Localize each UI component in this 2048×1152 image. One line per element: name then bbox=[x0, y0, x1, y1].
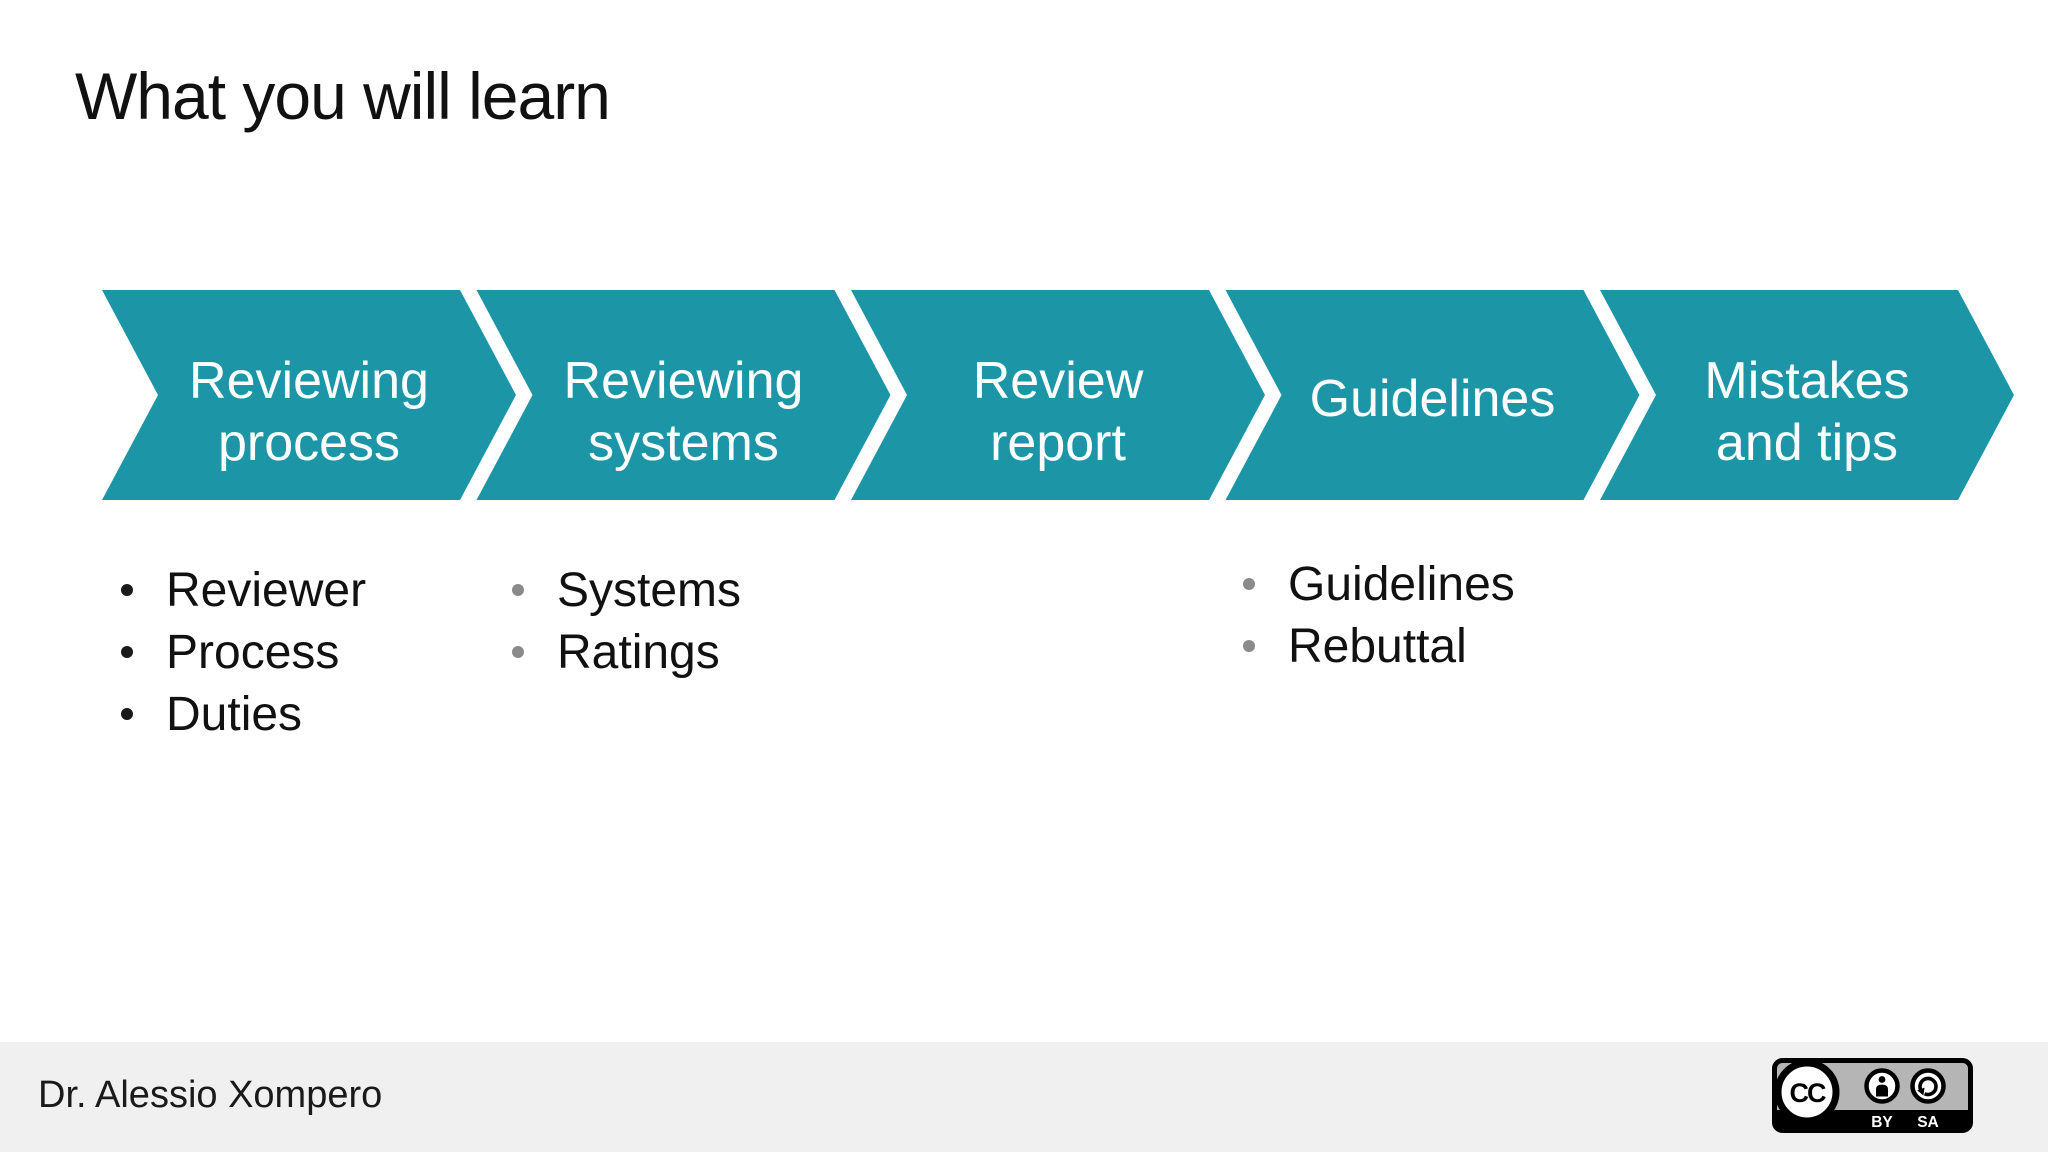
author-credit: Dr. Alessio Xompero bbox=[38, 1074, 383, 1116]
bullet-icon bbox=[121, 646, 133, 658]
bullet-icon bbox=[1243, 578, 1255, 590]
list-item-text: Duties bbox=[166, 687, 303, 741]
bullet-icon bbox=[512, 646, 524, 658]
list-item-text: Guidelines bbox=[1288, 557, 1515, 611]
list-item: Process bbox=[121, 621, 366, 683]
list-item-text: Systems bbox=[557, 563, 742, 617]
chevron-step-4: Guidelines bbox=[1225, 290, 1640, 500]
cc-by-sa-license-badge: CC BY SA bbox=[1772, 1058, 1973, 1133]
share-alike-icon bbox=[1910, 1068, 1946, 1104]
bullet-icon bbox=[121, 708, 133, 720]
chevron-step-label: Guidelines bbox=[1310, 370, 1556, 428]
list-item: Systems bbox=[512, 559, 741, 621]
list-item: Duties bbox=[121, 683, 366, 745]
cc-icon-letters: CC bbox=[1790, 1078, 1826, 1108]
chevron-shape bbox=[102, 290, 516, 500]
chevron-shape bbox=[476, 290, 891, 500]
attribution-person-icon bbox=[1864, 1068, 1900, 1104]
list-item: Rebuttal bbox=[1243, 615, 1515, 677]
bullet-icon bbox=[121, 584, 133, 596]
list-item: Guidelines bbox=[1243, 553, 1515, 615]
footer-bar: Dr. Alessio Xompero CC BY SA bbox=[0, 1042, 2048, 1152]
slide-title: What you will learn bbox=[75, 59, 611, 133]
by-label: BY bbox=[1871, 1114, 1893, 1131]
list-item-text: Rebuttal bbox=[1288, 619, 1467, 673]
chevron-shape bbox=[1225, 290, 1640, 500]
bullet-icon bbox=[512, 584, 524, 596]
list-item: Reviewer bbox=[121, 559, 366, 621]
sa-label: SA bbox=[1917, 1114, 1939, 1131]
list-item-text: Ratings bbox=[557, 625, 720, 679]
chevron-shape bbox=[851, 290, 1265, 500]
list-item: Ratings bbox=[512, 621, 741, 683]
bullet-icon bbox=[1243, 640, 1255, 652]
cc-icon: CC bbox=[1774, 1059, 1840, 1125]
list-item-text: Reviewer bbox=[166, 563, 367, 617]
chevron-shape bbox=[1600, 290, 2014, 500]
list-item-text: Process bbox=[166, 625, 340, 679]
